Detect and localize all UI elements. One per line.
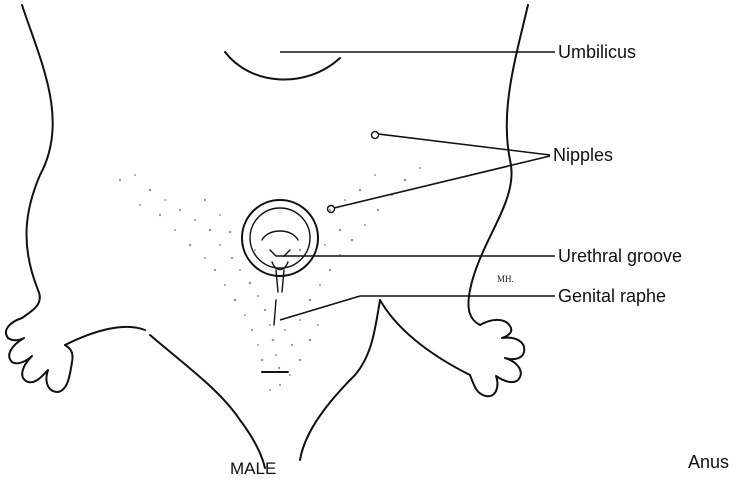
genital-ring bbox=[242, 200, 318, 292]
label-genital-raphe: Genital raphe bbox=[558, 286, 666, 306]
nipple-markers bbox=[328, 132, 379, 213]
nipple-leader-upper bbox=[378, 134, 550, 155]
label-umbilicus: Umbilicus bbox=[558, 42, 636, 62]
label-nipples: Nipples bbox=[553, 145, 613, 165]
left-paw bbox=[6, 318, 73, 392]
body-outline bbox=[22, 5, 528, 468]
genital-raphe-leader bbox=[280, 296, 360, 320]
nipple-leader-lower bbox=[334, 156, 550, 208]
label-anus: Anus bbox=[688, 452, 729, 472]
caption-male: MALE bbox=[230, 459, 276, 478]
right-paw bbox=[470, 320, 524, 396]
artist-initials: MH. bbox=[497, 274, 514, 284]
raphe-line bbox=[274, 300, 276, 325]
label-urethral-groove: Urethral groove bbox=[558, 246, 682, 266]
